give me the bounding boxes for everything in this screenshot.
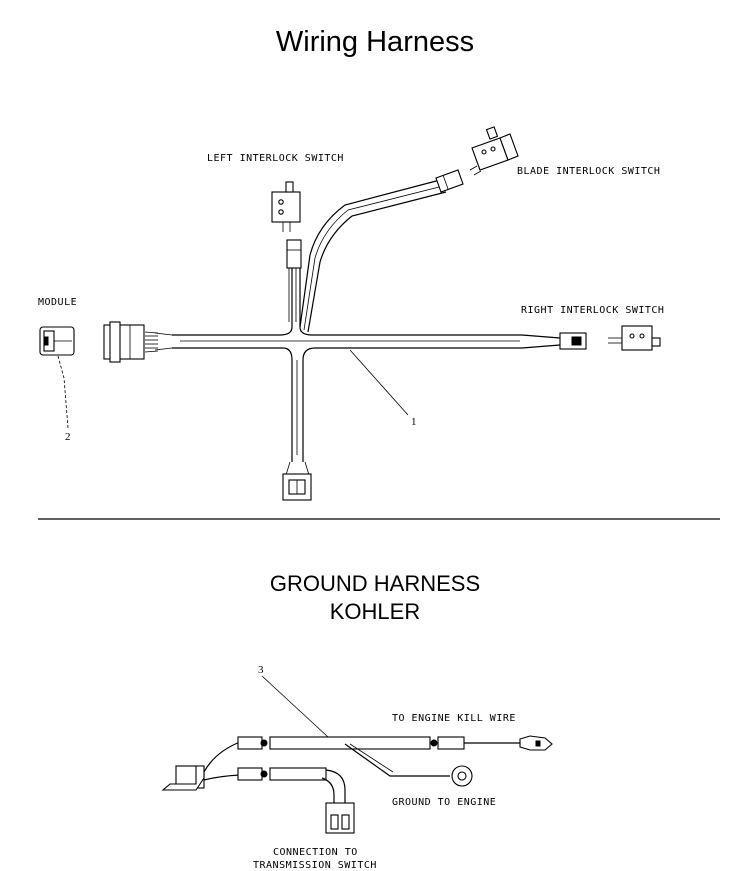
- engine-kill-label: TO ENGINE KILL WIRE: [392, 713, 516, 724]
- right-interlock-label: RIGHT INTERLOCK SWITCH: [521, 305, 664, 316]
- transmission-switch-connector: [325, 802, 355, 834]
- module-label: MODULE: [38, 297, 77, 308]
- right-interlock-harness-connector: [559, 332, 587, 350]
- upper-tube-left-sleeve: [237, 736, 263, 750]
- callout-1: 1: [411, 416, 417, 428]
- ground-bracket: [161, 765, 205, 791]
- upper-tube: [269, 736, 431, 750]
- module: [39, 326, 75, 356]
- bottom-harness-connector: [282, 461, 312, 501]
- blade-interlock-switch: [469, 126, 519, 176]
- left-interlock-harness-connector: [286, 239, 302, 269]
- ground-engine-label: GROUND TO ENGINE: [392, 797, 496, 808]
- lower-tube: [269, 767, 327, 781]
- ground-harness-title-line2: KOHLER: [329, 599, 421, 624]
- left-interlock-switch: [271, 181, 301, 232]
- connection-label-line2: TRANSMISSION SWITCH: [253, 860, 377, 871]
- left-interlock-label: LEFT INTERLOCK SWITCH: [207, 153, 344, 164]
- right-interlock-switch: [608, 325, 661, 351]
- main-wiring-harness: LEFT INTERLOCK SWITCH BLADE INTERLOCK SW…: [38, 126, 664, 501]
- connection-label-line1: CONNECTION TO: [273, 847, 358, 858]
- blade-interlock-label: BLADE INTERLOCK SWITCH: [517, 166, 660, 177]
- module-harness-connector: [103, 321, 145, 363]
- upper-tube-right-sleeve: [437, 736, 465, 750]
- module-wire-ends: [144, 331, 159, 353]
- ground-harness: 3 TO ENGINE KILL WIRE GROUND TO ENGINE C…: [161, 664, 553, 871]
- lower-tube-left-sleeve: [237, 767, 263, 781]
- blade-interlock-harness-connector: [435, 169, 464, 193]
- ground-harness-title: GROUND HARNESS KOHLER: [0, 570, 750, 626]
- callout-3: 3: [258, 664, 264, 676]
- ground-harness-title-line1: GROUND HARNESS: [269, 571, 481, 596]
- page-title: Wiring Harness: [275, 26, 475, 58]
- callout-2: 2: [65, 431, 71, 443]
- engine-kill-terminal: [519, 735, 553, 751]
- ground-ring-terminal: [451, 765, 473, 787]
